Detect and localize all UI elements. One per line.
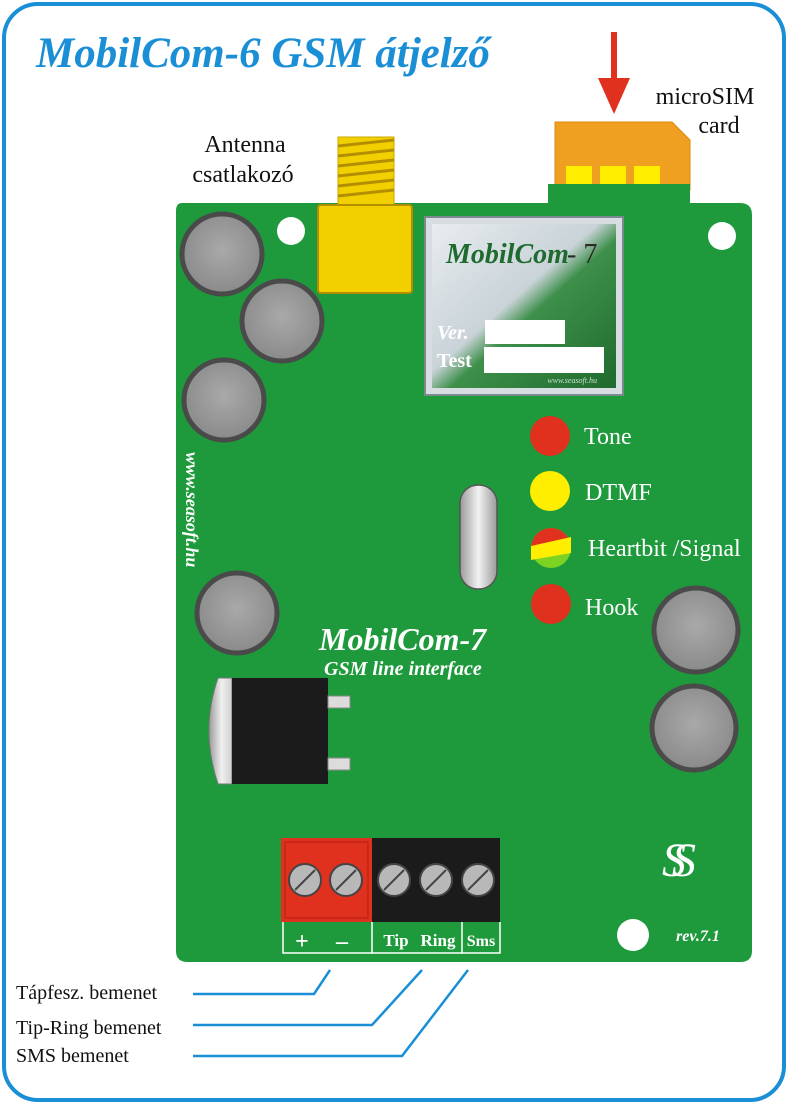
line-terminal-block — [372, 838, 500, 922]
board-subtitle: GSM line interface — [324, 658, 482, 680]
board-website-vertical: www.seasoft.hu — [182, 452, 202, 567]
microsim-card — [554, 121, 691, 191]
standoff-6 — [649, 683, 739, 773]
module-test-label: Test — [437, 350, 472, 372]
led-tone-lamp — [530, 416, 570, 456]
antenna-label-line2: csatlakozó — [192, 162, 293, 188]
module-website: www.seasoft.hu — [547, 376, 597, 385]
terminal-ring-label: Ring — [421, 931, 456, 950]
power-terminal-block — [281, 838, 372, 922]
callout-sms-input: SMS bemenet — [16, 1045, 129, 1067]
callout-tip-ring-input: Tip-Ring bemenet — [16, 1017, 162, 1039]
terminal-label-strip — [282, 922, 501, 954]
crystal-oscillator — [459, 484, 498, 590]
led-heartbit-label: Heartbit /Signal — [588, 536, 741, 562]
terminal-tip-label: Tip — [383, 931, 408, 950]
callout-power-input: Tápfesz. bemenet — [16, 982, 157, 1004]
led-hook: Hook — [531, 584, 638, 624]
antenna-label-line1: Antenna — [204, 132, 286, 158]
mounting-hole-bottom — [617, 919, 649, 951]
module-model-suffix: - 7 — [567, 239, 597, 270]
standoff-4 — [194, 570, 280, 656]
callout-line-tip-ring — [193, 969, 423, 1027]
module-ver-label: Ver. — [437, 322, 469, 344]
terminal-plus-label: + — [295, 929, 309, 955]
standoff-2 — [239, 278, 325, 364]
mounting-hole-top-left — [277, 217, 305, 245]
module-ver-field — [485, 320, 565, 344]
board-revision: rev.7.1 — [676, 928, 720, 945]
gsm-module: MobilCom - 7 Ver. Test www.seasoft.hu — [424, 216, 624, 396]
mounting-hole-top-right — [708, 222, 736, 250]
callout-line-sms — [193, 969, 469, 1058]
callout-lines — [193, 969, 469, 1058]
page-title: MobilCom-6 GSM átjelző — [35, 30, 492, 77]
sim-insert-arrow-icon — [598, 32, 630, 114]
terminal-sms-label: Sms — [467, 933, 495, 950]
sim-label-line2: card — [698, 113, 739, 139]
callout-line-power — [193, 969, 332, 996]
terminal-minus-label: – — [335, 929, 349, 955]
standoff-1 — [179, 211, 265, 297]
module-brand: MobilCom — [445, 239, 569, 270]
standoff-group — [179, 211, 741, 773]
antenna-connector — [317, 136, 413, 294]
voltage-regulator — [208, 677, 351, 785]
module-test-field — [484, 347, 604, 373]
led-tone: Tone — [530, 416, 632, 456]
led-dtmf: DTMF — [530, 471, 652, 511]
led-hook-label: Hook — [585, 595, 638, 621]
led-hook-lamp — [531, 584, 571, 624]
led-dtmf-label: DTMF — [585, 480, 652, 506]
led-tone-label: Tone — [584, 424, 632, 450]
standoff-5 — [651, 585, 741, 675]
sim-label-line1: microSIM — [656, 84, 755, 110]
led-heartbit-signal: Heartbit /Signal — [531, 528, 741, 568]
standoff-3 — [181, 357, 267, 443]
board-name: MobilCom-7 — [318, 621, 488, 657]
led-dtmf-lamp — [530, 471, 570, 511]
